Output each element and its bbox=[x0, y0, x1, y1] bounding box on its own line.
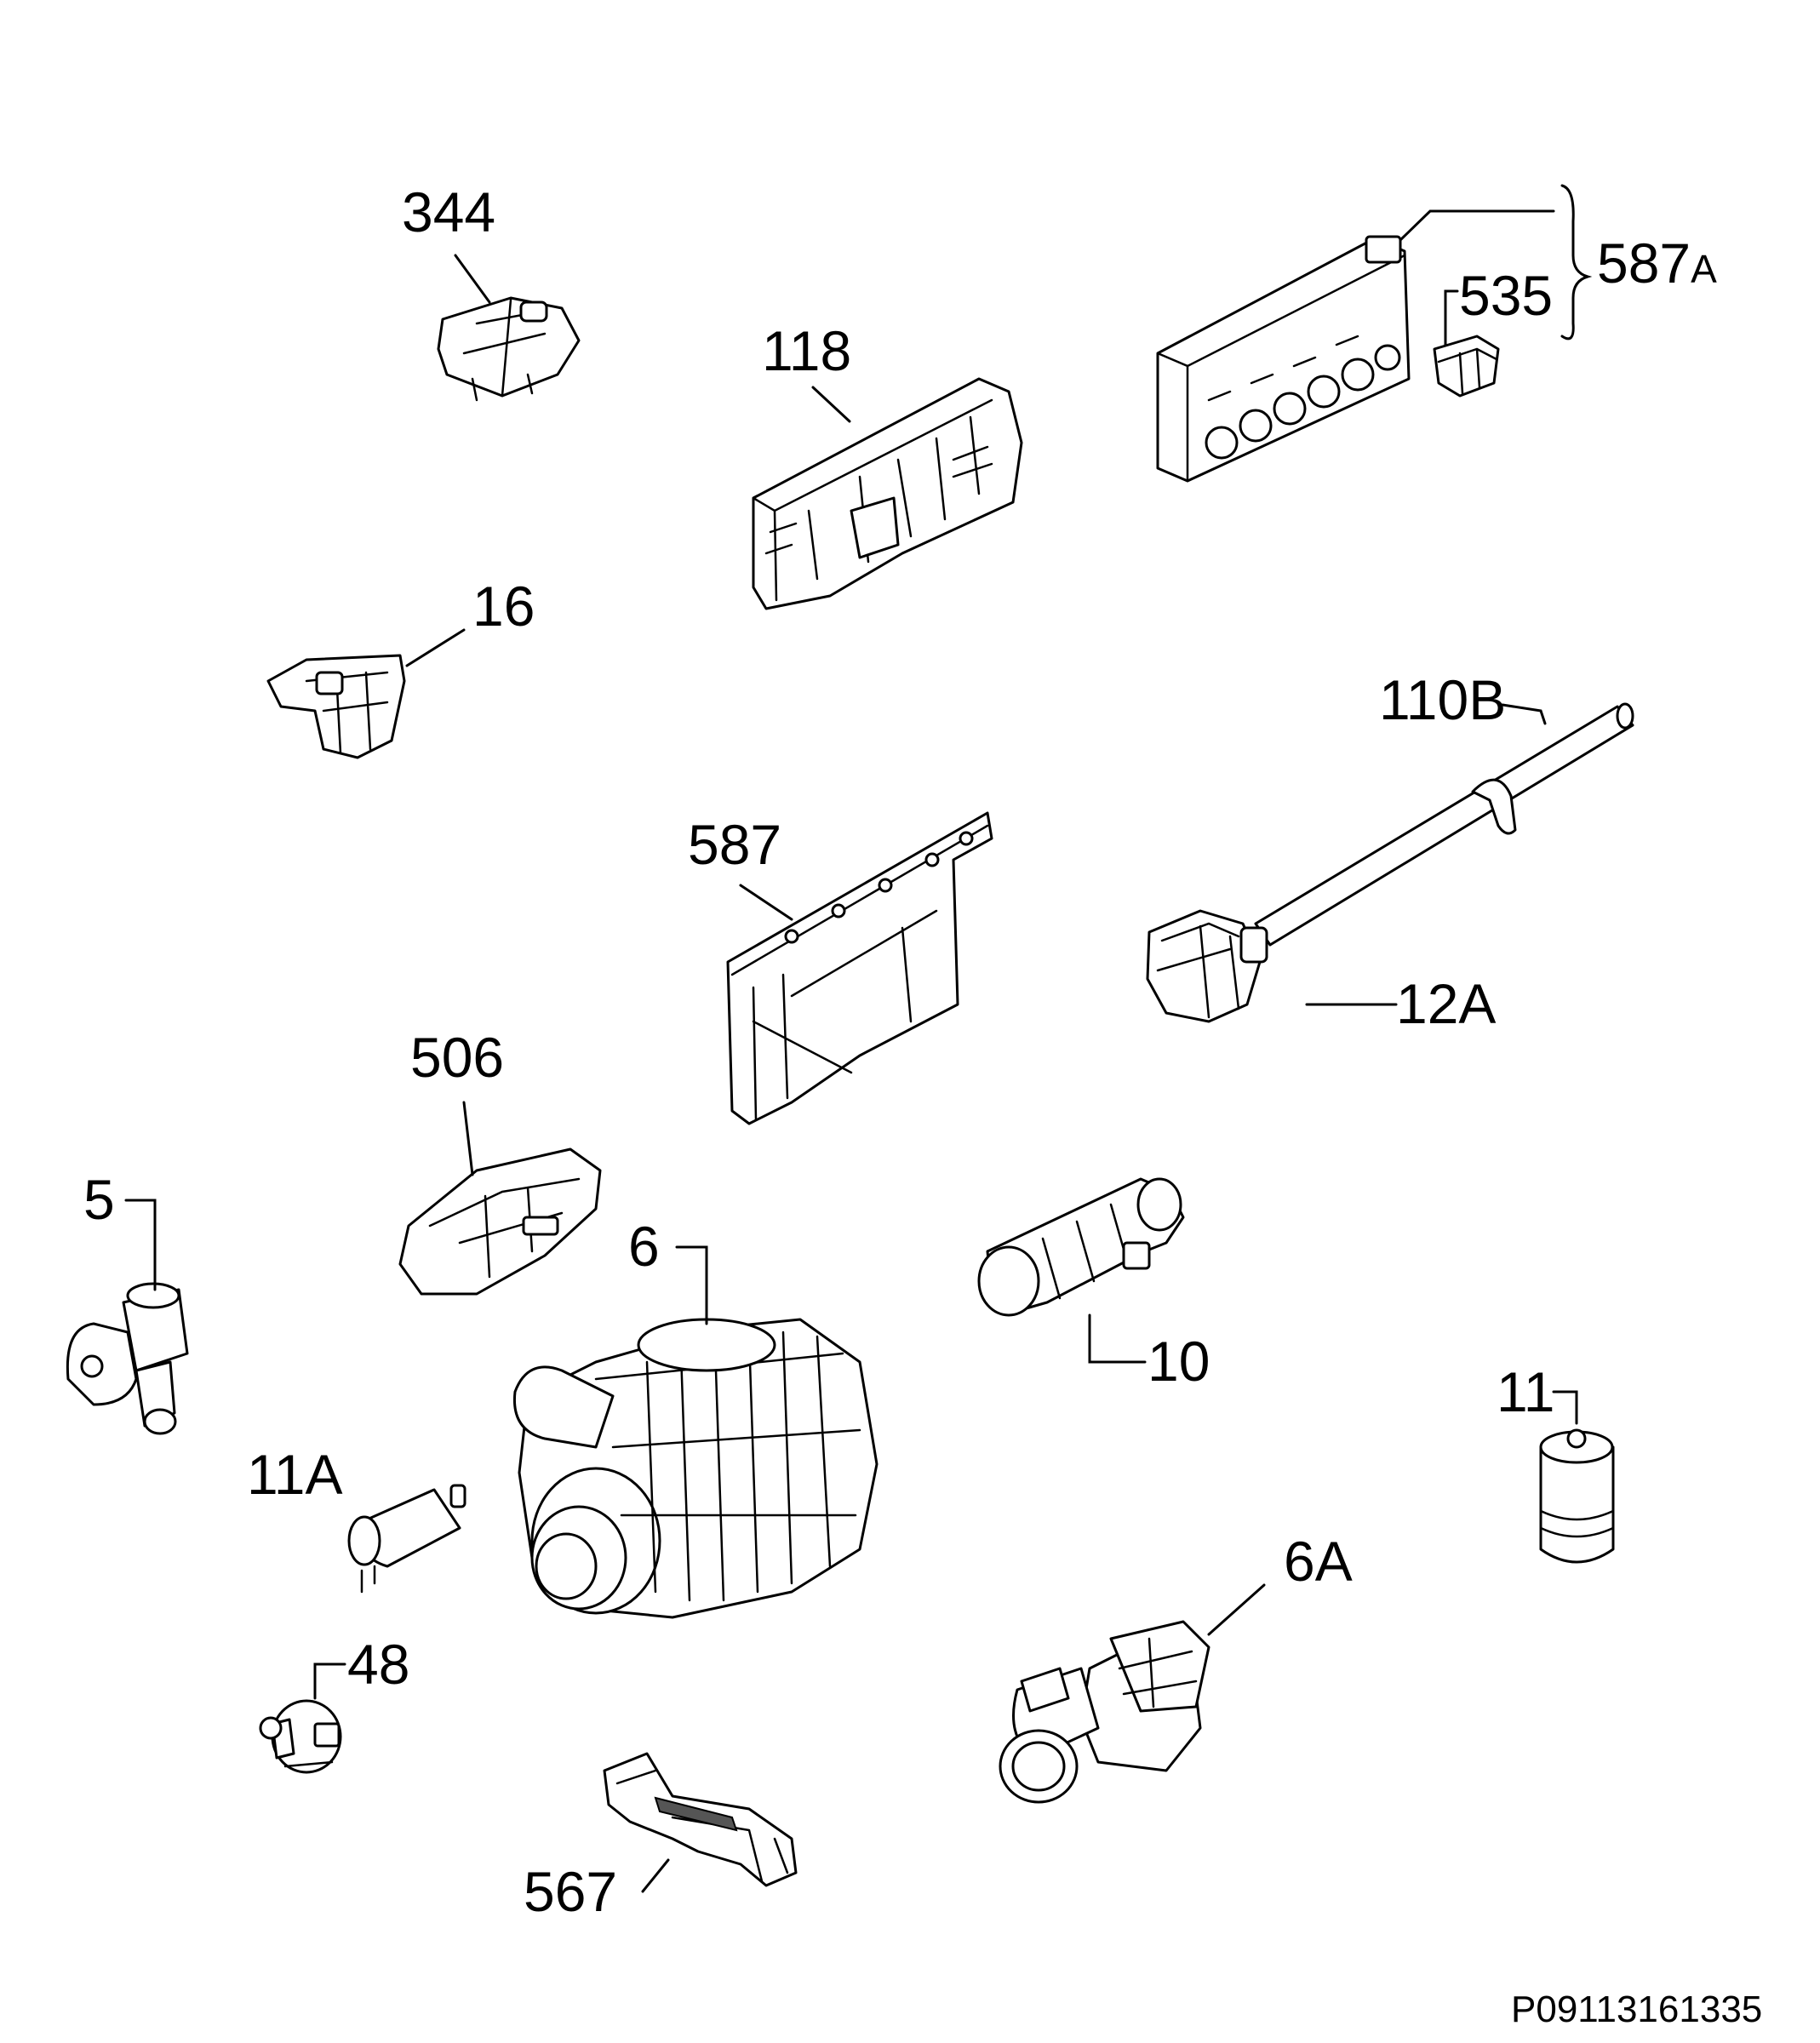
part-506-drawing bbox=[398, 1147, 602, 1296]
part-11-drawing bbox=[1539, 1428, 1615, 1564]
callout-5: 5 bbox=[83, 1168, 115, 1231]
callout-6a: 6A bbox=[1284, 1530, 1353, 1593]
leader-48 bbox=[313, 1662, 346, 1700]
leader-587 bbox=[739, 884, 793, 921]
part-110b-tube-drawing bbox=[1254, 702, 1634, 947]
leader-5 bbox=[124, 1199, 157, 1291]
callout-10: 10 bbox=[1148, 1330, 1210, 1393]
part-6-drawing bbox=[512, 1318, 879, 1619]
leader-567 bbox=[641, 1858, 670, 1893]
callout-587a: 587A bbox=[1597, 232, 1717, 295]
callout-118: 118 bbox=[762, 319, 851, 382]
part-48-drawing bbox=[259, 1699, 342, 1774]
part-587-drawing bbox=[726, 811, 993, 1125]
callout-344: 344 bbox=[402, 180, 495, 243]
leader-16 bbox=[405, 628, 466, 667]
leader-506 bbox=[462, 1101, 474, 1176]
part-16-drawing bbox=[266, 654, 406, 759]
leader-587a bbox=[1399, 209, 1555, 242]
leader-110b bbox=[1501, 703, 1547, 725]
callout-587: 587 bbox=[688, 813, 781, 876]
part-5-drawing bbox=[66, 1282, 189, 1435]
part-6a-drawing bbox=[999, 1620, 1210, 1804]
leader-11 bbox=[1552, 1390, 1578, 1425]
part-11a-drawing bbox=[347, 1484, 466, 1594]
callout-16: 16 bbox=[472, 575, 535, 638]
part-587a-drawing bbox=[1156, 235, 1411, 483]
brace-587a bbox=[1560, 184, 1593, 340]
leader-10 bbox=[1088, 1313, 1147, 1364]
callout-48: 48 bbox=[347, 1633, 409, 1696]
part-344-drawing bbox=[437, 296, 581, 402]
callout-11a: 11A bbox=[247, 1443, 343, 1506]
part-10-drawing bbox=[977, 1177, 1185, 1317]
part-118-drawing bbox=[752, 377, 1023, 610]
part-567-drawing bbox=[603, 1752, 798, 1887]
part-535-drawing bbox=[1433, 335, 1500, 398]
callout-110b: 110B bbox=[1379, 668, 1506, 731]
diagram-code: P09113161335 bbox=[1511, 1989, 1762, 2030]
leader-344 bbox=[454, 254, 491, 304]
callout-12a: 12A bbox=[1396, 972, 1496, 1035]
callout-506: 506 bbox=[410, 1026, 504, 1089]
callout-567: 567 bbox=[524, 1860, 617, 1923]
leader-118 bbox=[811, 386, 851, 423]
leader-6 bbox=[675, 1245, 708, 1325]
part-12a-drawing bbox=[1146, 909, 1268, 1023]
callout-11: 11 bbox=[1497, 1360, 1555, 1423]
callout-535: 535 bbox=[1459, 264, 1553, 327]
callout-6: 6 bbox=[628, 1215, 660, 1278]
leader-535 bbox=[1444, 289, 1459, 346]
leader-6a bbox=[1207, 1583, 1266, 1636]
